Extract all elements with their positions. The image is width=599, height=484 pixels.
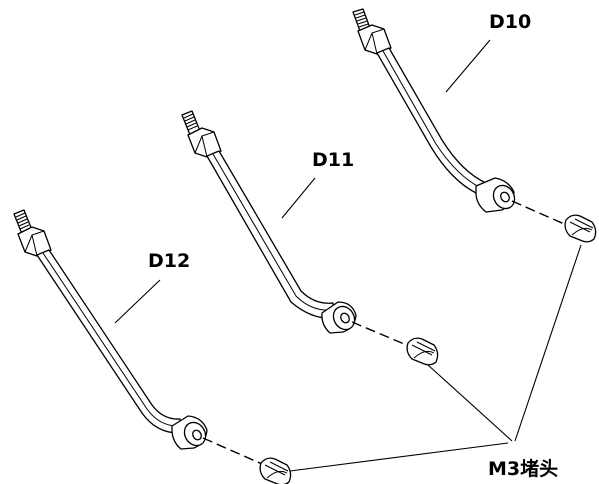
- leader-lines: [114, 39, 582, 472]
- pipe-d10: [352, 8, 516, 213]
- leader-d12: [114, 279, 161, 324]
- pipe-d11-collar: [321, 301, 357, 334]
- pipe-d12-tube: [36, 249, 182, 434]
- pipe-d12-nut: [17, 226, 52, 257]
- leader-d11: [281, 177, 316, 219]
- label-m3-plug: M3堵头: [488, 457, 558, 480]
- plug-d10: [511, 200, 597, 243]
- pipe-d10-tube: [376, 47, 487, 194]
- plug-d11: [351, 321, 439, 366]
- label-d12: D12: [148, 250, 190, 272]
- pipe-d10-nut: [357, 24, 392, 55]
- leader-plug-d10: [514, 244, 582, 442]
- pipe-d12: [13, 209, 208, 450]
- plug-d12: [202, 437, 292, 484]
- leader-plug-d11: [427, 364, 513, 442]
- leader-plug-d12: [289, 442, 509, 472]
- label-d10: D10: [489, 11, 531, 33]
- pipe-d11-tube: [206, 150, 335, 319]
- leader-d10: [445, 39, 491, 93]
- label-d11: D11: [312, 149, 354, 171]
- pipe-d11: [181, 110, 357, 334]
- pipe-d12-collar: [171, 415, 208, 450]
- pipe-d11-nut: [187, 127, 222, 158]
- pipe-d10-collar: [475, 177, 516, 213]
